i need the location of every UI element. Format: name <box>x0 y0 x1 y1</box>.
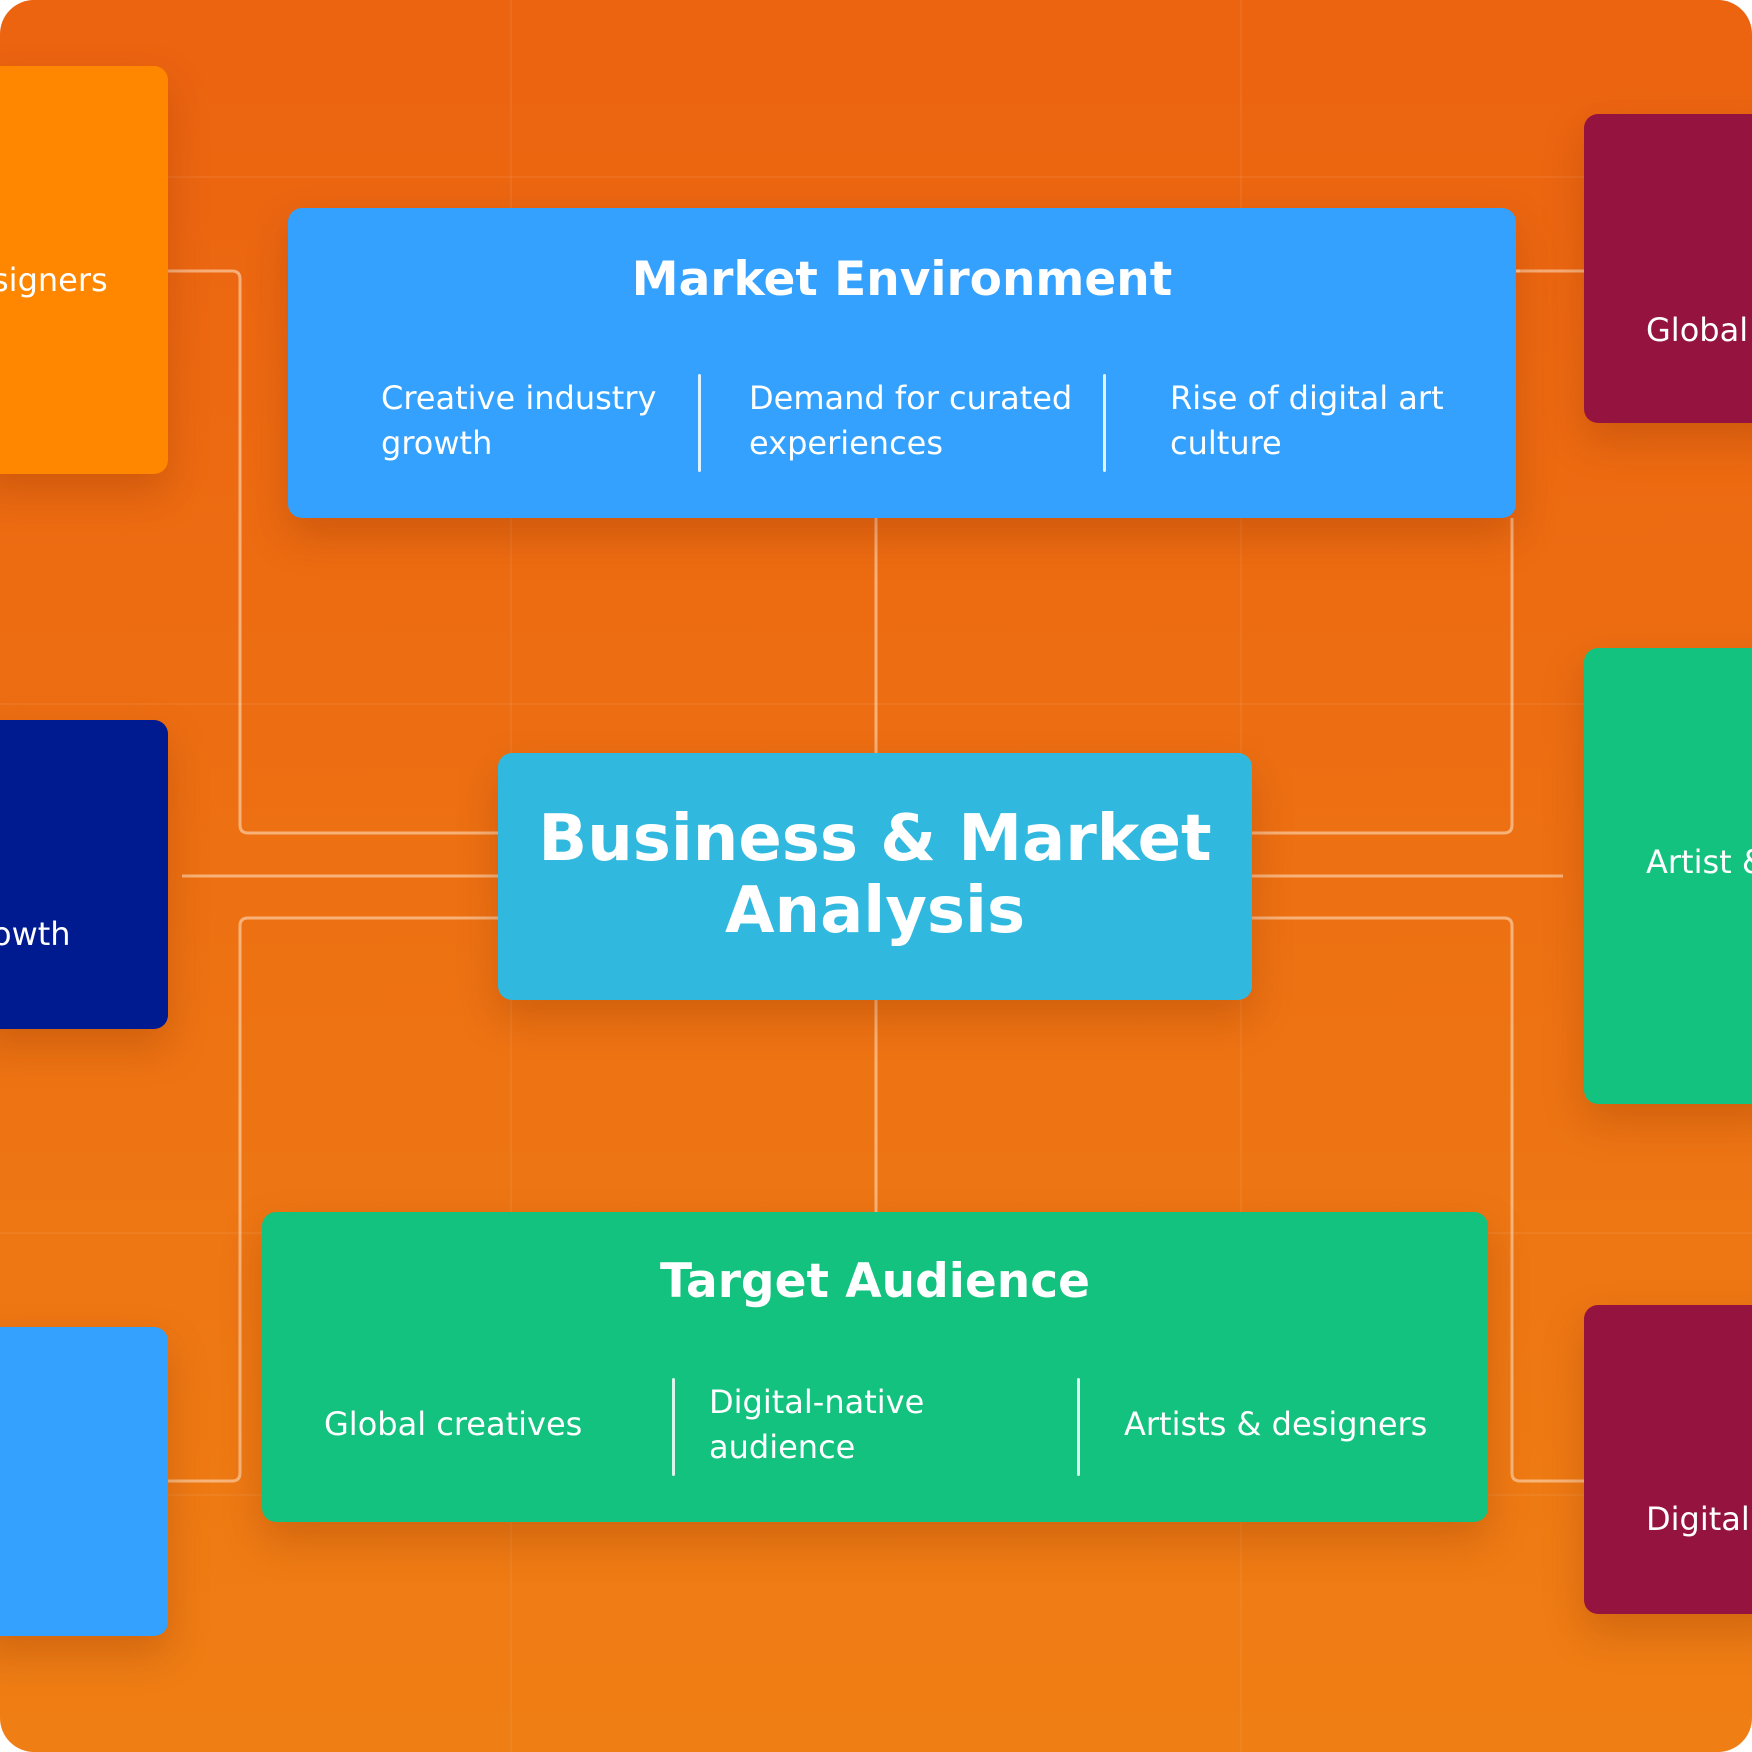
side-card-left-middle: owth <box>0 720 168 1029</box>
target-audience-title: Target Audience <box>660 1254 1090 1309</box>
side-card-right-middle: Artist & <box>1584 648 1752 1104</box>
side-card-label: Artist & <box>1646 843 1752 881</box>
side-card-label: signers <box>0 261 108 299</box>
item-line: Demand for curated <box>749 379 1073 417</box>
item-line: Artists & designers <box>1124 1405 1428 1443</box>
side-card-label: Global <box>1646 311 1749 349</box>
item-line: culture <box>1170 424 1282 462</box>
grid-line <box>0 176 1752 178</box>
side-card-left-bottom <box>0 1327 168 1636</box>
item-line: experiences <box>749 424 944 462</box>
item-line: Rise of digital art <box>1170 379 1444 417</box>
target-audience-item: Artists & designers <box>1124 1402 1474 1447</box>
side-card-right-bottom: Digital <box>1584 1305 1752 1614</box>
center-title-line2: Analysis <box>724 874 1026 948</box>
market-environment-item: Rise of digital art culture <box>1170 376 1500 466</box>
item-line: growth <box>381 424 493 462</box>
item-line: audience <box>709 1428 856 1466</box>
item-line: Digital-native <box>709 1383 925 1421</box>
item-divider <box>1103 374 1106 472</box>
center-title-line1: Business & Market <box>538 802 1212 876</box>
item-line: Creative industry <box>381 379 657 417</box>
market-environment-card: Market Environment Creative industry gro… <box>288 208 1516 518</box>
market-environment-item: Demand for curated experiences <box>749 376 1109 466</box>
item-line: Global creatives <box>324 1405 583 1443</box>
market-environment-item: Creative industry growth <box>381 376 691 466</box>
center-card: Business & Market Analysis <box>498 753 1252 1000</box>
item-divider <box>1077 1378 1080 1476</box>
item-divider <box>698 374 701 472</box>
side-card-left-top: signers <box>0 66 168 474</box>
side-card-label: Digital <box>1646 1500 1750 1538</box>
side-card-label: owth <box>0 915 71 953</box>
target-audience-card: Target Audience Global creatives Digital… <box>262 1212 1488 1522</box>
item-divider <box>672 1378 675 1476</box>
target-audience-item: Global creatives <box>324 1402 654 1447</box>
market-environment-title: Market Environment <box>631 252 1173 307</box>
side-card-right-top: Global <box>1584 114 1752 423</box>
target-audience-item: Digital-native audience <box>709 1380 1039 1470</box>
